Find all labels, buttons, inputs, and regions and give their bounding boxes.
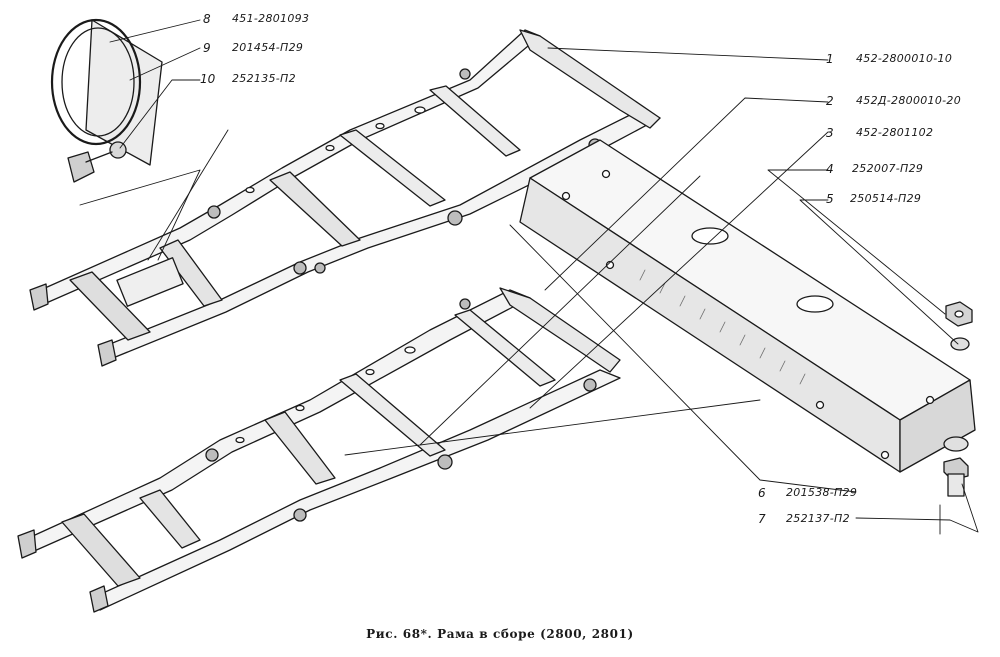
callout-code-2: 452Д-2800010-20 xyxy=(856,94,962,107)
lower-rear-crossmember xyxy=(500,288,620,372)
lower-crossmember-3 xyxy=(265,412,335,484)
carrier-bracket-plate xyxy=(86,20,162,165)
upper-bracket-a xyxy=(208,206,220,218)
callout-number-2: 2 xyxy=(826,94,834,108)
leader-detail-b xyxy=(148,130,228,260)
carrier-bolt xyxy=(68,152,94,182)
plate-hole-large-1 xyxy=(692,228,728,244)
callout-code-8: 451-2801093 xyxy=(232,12,310,25)
upper-frame-assembly xyxy=(30,30,660,366)
lock-washer-icon xyxy=(951,338,969,350)
spare-wheel-carrier-detail xyxy=(52,20,162,182)
upper-rail-holes xyxy=(246,107,425,193)
upper-crossmember-3 xyxy=(270,172,360,246)
callout-code-1: 452-2800010-10 xyxy=(856,52,953,65)
plate-small-holes xyxy=(563,171,934,459)
leader-4 xyxy=(768,170,945,314)
lower-front-hook-right xyxy=(90,586,108,612)
plate-hatching xyxy=(640,270,805,384)
callout-code-7: 252137-П2 xyxy=(786,512,850,525)
upper-front-crossmember xyxy=(70,272,150,340)
lower-bracket-d xyxy=(584,379,596,391)
lower-bracket-b xyxy=(294,509,306,521)
callout-number-5: 5 xyxy=(826,192,834,206)
upper-engine-mount-plate xyxy=(117,258,183,306)
callout-number-8: 8 xyxy=(203,12,211,26)
callout-number-3: 3 xyxy=(826,126,834,140)
upper-bracket-c xyxy=(448,211,462,225)
lower-crossmember-2 xyxy=(340,374,445,456)
callout-number-1: 1 xyxy=(826,52,834,66)
lower-right-rail xyxy=(92,370,620,610)
upper-crossmember-4 xyxy=(160,240,222,306)
upper-bracket-f xyxy=(315,263,325,273)
callout-code-5: 250514-П29 xyxy=(850,192,922,205)
leader-2 xyxy=(545,98,828,290)
callout-number-6: 6 xyxy=(758,486,766,500)
lower-crossmember-4 xyxy=(140,490,200,548)
plate-end-flange xyxy=(900,380,975,472)
callout-number-9: 9 xyxy=(203,41,211,55)
lower-bracket-c xyxy=(438,455,452,469)
lower-bracket-a xyxy=(206,449,218,461)
carrier-washer xyxy=(110,142,126,158)
upper-bracket-e xyxy=(460,69,470,79)
leader-6b xyxy=(510,225,856,492)
callout-number-7: 7 xyxy=(758,512,766,526)
lower-front-hook-left xyxy=(18,530,36,558)
upper-crossmember-2 xyxy=(340,130,445,206)
lower-bracket-e xyxy=(460,299,470,309)
lower-rail-holes xyxy=(236,347,415,443)
lower-front-crossmember xyxy=(62,514,140,586)
carrier-bolt-shank xyxy=(86,152,112,162)
fasteners-group xyxy=(944,302,972,496)
flat-washer-icon xyxy=(944,437,968,451)
callout-code-10: 252135-П2 xyxy=(232,72,296,85)
lower-crossmember-1 xyxy=(455,310,555,386)
callout-code-9: 201454-П29 xyxy=(232,41,304,54)
upper-front-hook-left xyxy=(30,284,48,310)
upper-crossmember-1 xyxy=(430,86,520,156)
leader-5 xyxy=(800,200,958,344)
upper-rear-crossmember xyxy=(520,30,660,128)
leader-detail xyxy=(80,170,200,260)
leader-1 xyxy=(548,48,828,60)
plate-hole-large-2 xyxy=(797,296,833,312)
spare-wheel-hoop xyxy=(52,20,140,144)
leader-3b xyxy=(420,176,700,445)
leader-10 xyxy=(120,80,200,148)
figure-caption: Рис. 68*. Рама в сборе (2800, 2801) xyxy=(366,627,634,641)
leader-9 xyxy=(130,48,200,80)
reinforcement-plate-detail xyxy=(520,140,975,472)
leader-lines xyxy=(80,20,978,534)
callout-number-4: 4 xyxy=(826,162,834,176)
spare-wheel-hoop-inner xyxy=(62,28,134,136)
upper-bracket-b xyxy=(294,262,306,274)
callout-number-10: 10 xyxy=(200,72,216,86)
callout-code-6: 201538-П29 xyxy=(786,486,858,499)
bolt-shank-icon xyxy=(948,474,964,496)
callout-code-4: 252007-П29 xyxy=(852,162,924,175)
nut-hole xyxy=(955,311,963,317)
leader-8 xyxy=(110,20,200,42)
callout-code-3: 452-2801102 xyxy=(856,126,934,139)
upper-front-hook-right xyxy=(98,340,116,366)
lower-frame-assembly xyxy=(18,288,620,612)
leader-7 xyxy=(856,484,978,532)
